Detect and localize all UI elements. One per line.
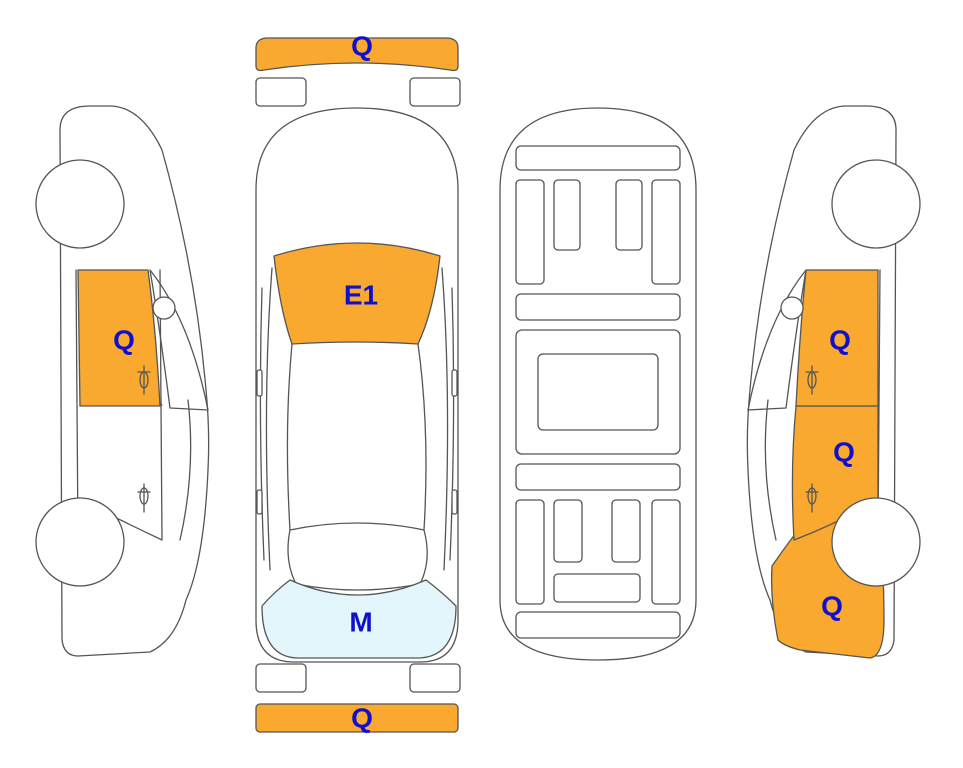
rear-bumper-panel xyxy=(255,703,459,733)
underbody-front-crossmember xyxy=(515,145,681,171)
front-bumper-panel xyxy=(255,37,459,72)
left-side-handle-loop-front xyxy=(139,371,149,389)
roof-outline xyxy=(286,343,427,531)
underbody-rear-part-a xyxy=(553,499,583,563)
windshield-label: E1 xyxy=(344,280,378,311)
left-side-rocker xyxy=(75,269,192,541)
top-view-left-mirror xyxy=(256,369,263,397)
rear-left-light xyxy=(255,663,307,693)
left-side-front-wheel xyxy=(35,159,125,249)
left-front-door-label: Q xyxy=(113,325,135,356)
right-rear-door-label: Q xyxy=(833,437,855,468)
underbody-rear-crossmember xyxy=(553,573,641,603)
rear-right-light xyxy=(409,663,461,693)
top-view-body xyxy=(255,107,459,663)
right-rear-quarter-label: Q xyxy=(821,591,843,622)
right-side-view: Q Q Q xyxy=(746,105,921,659)
underbody-floor-pan xyxy=(537,353,659,431)
underbody-rear-rail-left xyxy=(515,499,545,605)
right-side-rear-wheel xyxy=(831,497,921,587)
front-right-light xyxy=(409,77,461,107)
top-view: Q E1 M Q xyxy=(255,31,461,734)
underbody-rear-rail-right xyxy=(651,499,681,605)
underbody-front-part-a xyxy=(553,179,581,251)
underbody-rear-bumper-beam xyxy=(515,611,681,639)
top-view-left-handle xyxy=(256,489,263,515)
rear-window-panel xyxy=(261,579,457,659)
underbody-front-rail-left xyxy=(515,179,545,285)
underbody-view xyxy=(499,107,697,661)
front-left-light xyxy=(255,77,307,107)
left-side-view: Q xyxy=(35,105,210,657)
left-side-mirror xyxy=(152,296,176,320)
top-view-left-contour xyxy=(265,267,449,571)
top-view-left-door-line xyxy=(259,287,455,561)
left-side-rear-wheel xyxy=(35,497,125,587)
front-bumper-label: Q xyxy=(351,31,373,62)
underbody-mid-crossmember-front xyxy=(515,293,681,321)
underbody-front-part-b xyxy=(615,179,643,251)
left-side-handle-loop-rear xyxy=(139,487,149,505)
rear-bumper-label: Q xyxy=(351,703,373,734)
underbody-mid-crossmember-rear xyxy=(515,463,681,491)
right-side-handle-loop-rear xyxy=(807,487,817,505)
top-view-right-handle xyxy=(451,489,458,515)
roof-rear-edge xyxy=(287,529,428,591)
rear-window-label: M xyxy=(349,607,372,638)
right-side-mirror xyxy=(780,296,804,320)
underbody-rear-part-b xyxy=(611,499,641,563)
right-side-front-wheel xyxy=(831,159,921,249)
top-view-right-mirror xyxy=(451,369,458,397)
right-side-handle-loop-front xyxy=(807,371,817,389)
underbody-front-rail-right xyxy=(651,179,681,285)
right-front-door-label: Q xyxy=(829,325,851,356)
